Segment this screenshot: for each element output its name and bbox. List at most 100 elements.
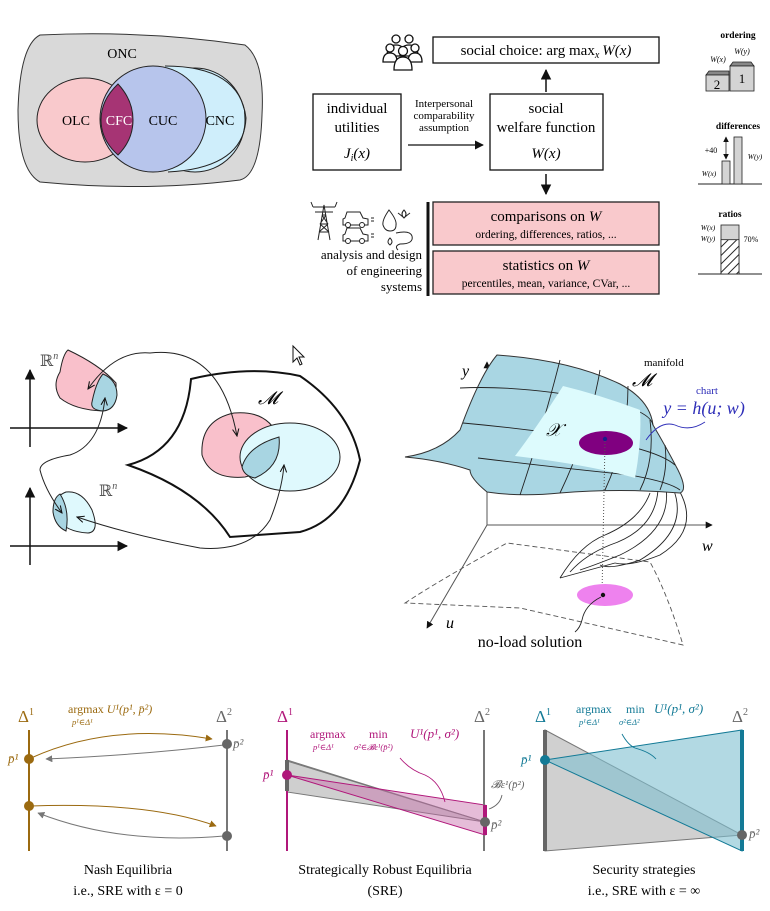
delta2-label: Δ2 [216,707,232,726]
p2-label: p̄² [490,817,503,832]
swf-fn: W(x) [531,146,560,162]
ordering-wx: W(x) [710,55,726,64]
swf-line1: social [529,101,564,117]
people-group-icon [382,34,423,71]
no-load-label: no-load solution [478,634,582,651]
venn-intersection-cfc [100,83,134,156]
formula-min: min [626,702,645,716]
solution-point [602,436,608,442]
water-leaf-icon [382,209,413,251]
ordering-title: ordering [720,31,756,41]
ratios-wx: W(x) [701,223,716,232]
best-response-arrow-1 [30,733,213,759]
feasible-region-x [515,386,641,478]
statistics-title: statistics on W [503,258,591,274]
differences-title: differences [716,122,760,132]
caption-sre-2: (SRE) [368,884,403,899]
engineering-label-line3: systems [381,279,422,294]
differences-delta: +40 [705,146,718,155]
ratios-wy: W(y) [701,234,716,243]
manifold-left: ℝn ℝn 𝓜 [10,344,362,565]
manifold-label: manifold [644,357,684,369]
formula-min: min [369,727,388,741]
individual-utilities-fn: Ji(x) [344,146,370,164]
caption-security-1: Security strategies [592,863,695,878]
formula-argmax: argmax U¹(p¹, p̄²) [68,702,152,716]
delta1-label: Δ1 [535,707,551,726]
ordering-podium-2 [705,74,730,92]
formula-min-sub: σ²∈Δ² [619,717,640,727]
axis-u [426,524,488,629]
engineering-label-line2: of engineering [347,263,423,278]
formula-pointer [399,757,446,803]
venn-label-olc: OLC [62,114,90,129]
manifold-right: y w u 𝒳 [403,354,745,651]
venn-diagram: ONC OLC CFC CUC CNC [17,33,263,188]
statistics-box [432,250,660,295]
sre-point-p1 [282,770,292,780]
chart-label: chart [696,385,718,397]
social-choice-box [432,36,660,64]
ratios-bar-fill [720,239,740,275]
p2-label: p̄² [748,826,761,841]
power-tower-icon [310,201,338,241]
game-panel-nash: Δ1 Δ2 argmax U¹(p¹, p̄²) p¹∈Δ¹ p̄¹ p̄² N… [7,702,245,899]
caption-nash-2: i.e., SRE with ε = 0 [73,884,182,899]
solution-ellipse [579,431,633,455]
venn-label-cnc: CNC [206,114,235,129]
chart-pointer [645,421,706,441]
formula-argmax-sub: p¹∈Δ¹ [578,717,600,727]
axis-y-label: y [460,363,470,380]
delta1-label: Δ1 [277,707,293,726]
social-welfare-box [489,93,604,171]
side-panel-ordering: ordering W(y) W(x) 2 1 [705,31,756,92]
ordering-podium-1 [729,65,755,92]
p1-label: p̄¹ [7,751,19,766]
formula-argmax-sub: p¹∈Δ¹ [312,742,334,752]
manifold-fold-lines [559,486,688,579]
differences-bar-y [733,136,743,185]
best-response-arrow-2 [45,744,225,763]
manifold-symbol-right: 𝓜 [632,370,658,390]
best-response-arrow-4 [37,812,225,839]
delta2-label: Δ2 [474,707,490,726]
ball-label: 𝓑ε¹(p̄²) [491,779,525,791]
ball-pointer [488,794,503,810]
arrow-label-line3: assumption [419,122,470,134]
equilibrium-point-2a [24,801,34,811]
equilibrium-point-1a [24,754,34,764]
caption-sre-1: Strategically Robust Equilibria [298,863,472,878]
delta1-label: Δ1 [18,707,34,726]
rn-label-bottom: ℝn [99,481,117,500]
best-response-arrow-3 [30,804,217,828]
arrow-label-line2: comparability [413,110,475,122]
p2-label: p̄² [232,736,245,751]
individual-utilities-box [312,93,402,171]
formula-utility: U¹(p¹, σ²) [654,701,703,716]
statistics-subtitle: percentiles, mean, variance, CVar, ... [462,278,631,290]
axis-u-label: u [446,615,454,632]
caption-security-2: i.e., SRE with ε = ∞ [588,884,700,899]
axis-w-label: w [702,538,713,555]
ratios-percent: 70% [744,235,759,244]
delta2-label: Δ2 [732,707,748,726]
individual-utilities-line2: utilities [335,120,380,136]
venn-label-cuc: CUC [149,114,178,129]
venn-middle-cuc [99,65,207,173]
base-plane [403,542,684,646]
map-curve-bottom [77,465,284,549]
differences-bar-x [721,160,731,185]
rn-label-top: ℝn [40,351,58,370]
ordering-rank-y: 1 [739,71,746,86]
equilibrium-point-1b [222,739,232,749]
manifold-symbol-left: 𝓜 [258,388,284,408]
side-panel-ratios: ratios W(x) W(y) 70% [698,210,762,275]
swf-line2: welfare function [497,120,596,136]
arrow-label-line1: Interpersonal [415,98,473,110]
formula-min-sub: σ²∈𝓑ε¹(p̄²) [354,742,393,752]
game-panel-sre: Δ1 Δ2 argmax p¹∈Δ¹ min σ²∈𝓑ε¹(p̄²) U¹(p¹… [262,707,525,899]
caption-nash-1: Nash Equilibria [84,863,173,878]
